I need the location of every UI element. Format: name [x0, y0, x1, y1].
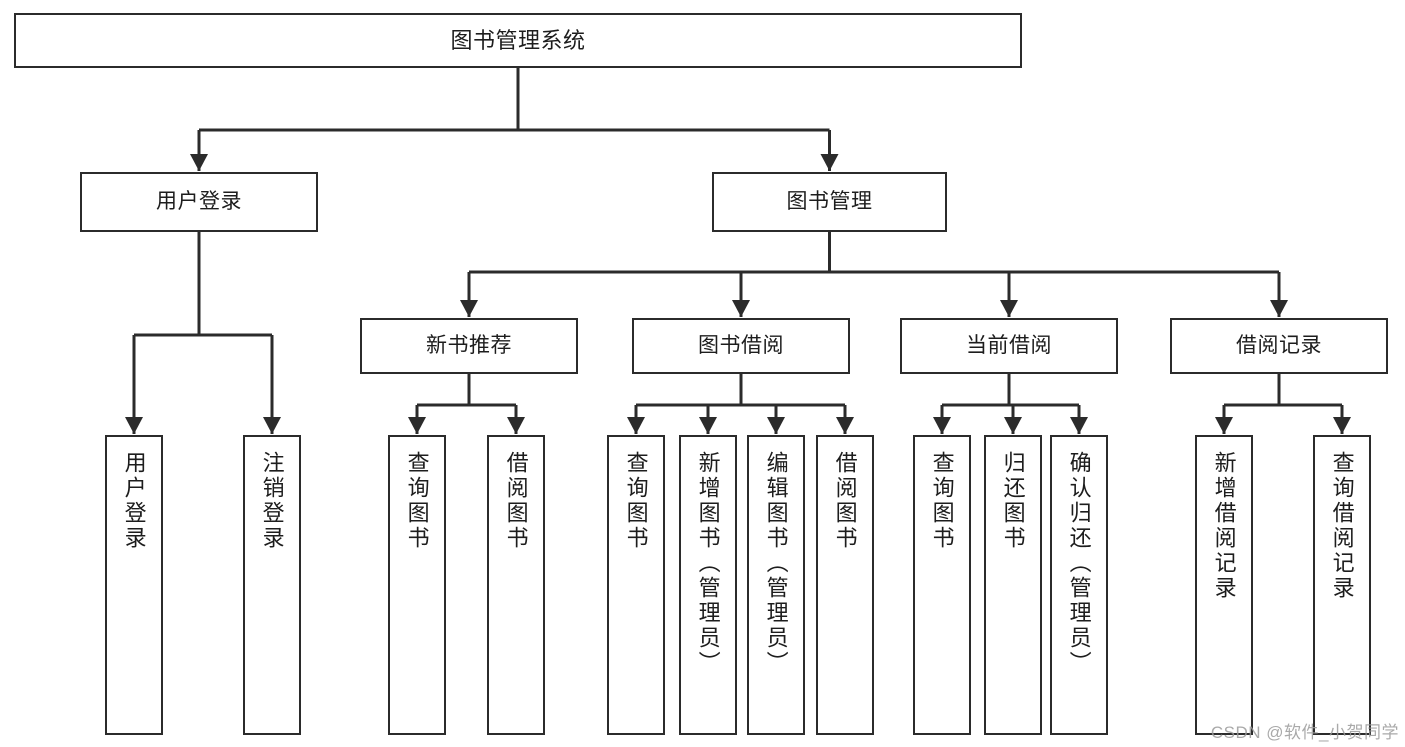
node-label: 当前借阅 — [966, 333, 1052, 357]
node-label: 新增图书（管理员） — [695, 451, 721, 676]
arrowhead-login — [190, 154, 208, 171]
node-label: 注销登录 — [259, 451, 285, 551]
arrowhead-leaf-bo-edit — [767, 417, 785, 434]
node-leaf-bo-edit[interactable]: 编辑图书（管理员） — [747, 435, 805, 735]
node-leaf-user-login[interactable]: 用户登录 — [105, 435, 163, 735]
node-leaf-bo-query[interactable]: 查询图书 — [607, 435, 665, 735]
arrowhead-current — [1000, 300, 1018, 317]
node-label: 借阅图书 — [832, 451, 858, 551]
node-label: 用户登录 — [121, 451, 147, 551]
arrowhead-leaf-bo-add — [699, 417, 717, 434]
arrowhead-leaf-cu-query — [933, 417, 951, 434]
node-newbook[interactable]: 新书推荐 — [360, 318, 578, 374]
node-label: 查询图书 — [404, 451, 430, 551]
arrowhead-leaf-bo-borrow — [836, 417, 854, 434]
node-label: 新增借阅记录 — [1211, 451, 1237, 601]
arrowhead-leaf-nb-query — [408, 417, 426, 434]
node-leaf-bo-borrow[interactable]: 借阅图书 — [816, 435, 874, 735]
node-leaf-nb-borrow[interactable]: 借阅图书 — [487, 435, 545, 735]
node-label: 新书推荐 — [426, 333, 512, 357]
node-borrow[interactable]: 图书借阅 — [632, 318, 850, 374]
arrowhead-leaf-nb-borrow — [507, 417, 525, 434]
node-label: 图书管理系统 — [450, 27, 586, 53]
arrowhead-leaf-rc-query — [1333, 417, 1351, 434]
node-label: 借阅记录 — [1236, 333, 1322, 357]
node-label: 用户登录 — [156, 189, 242, 213]
arrowhead-leaf-user-login — [125, 417, 143, 434]
watermark: CSDN @软件_小贺同学 — [1210, 723, 1399, 742]
node-leaf-cu-return[interactable]: 归还图书 — [984, 435, 1042, 735]
node-label: 归还图书 — [1000, 451, 1026, 551]
arrowhead-records — [1270, 300, 1288, 317]
node-login[interactable]: 用户登录 — [80, 172, 318, 232]
node-leaf-cu-confirm[interactable]: 确认归还（管理员） — [1050, 435, 1108, 735]
arrowhead-leaf-bo-query — [627, 417, 645, 434]
node-label: 借阅图书 — [503, 451, 529, 551]
node-label: 图书借阅 — [698, 333, 784, 357]
arrowhead-leaf-cu-return — [1004, 417, 1022, 434]
node-leaf-bo-add[interactable]: 新增图书（管理员） — [679, 435, 737, 735]
node-label: 图书管理 — [786, 189, 873, 213]
arrowhead-leaf-cu-confirm — [1070, 417, 1088, 434]
node-leaf-rc-add[interactable]: 新增借阅记录 — [1195, 435, 1253, 735]
arrowhead-bookmgmt — [820, 154, 839, 171]
node-root[interactable]: 图书管理系统 — [14, 13, 1022, 68]
arrowhead-leaf-user-logout — [263, 417, 281, 434]
arrowhead-borrow — [732, 300, 750, 317]
node-leaf-nb-query[interactable]: 查询图书 — [388, 435, 446, 735]
node-leaf-cu-query[interactable]: 查询图书 — [913, 435, 971, 735]
node-label: 查询图书 — [623, 451, 649, 551]
node-leaf-user-logout[interactable]: 注销登录 — [243, 435, 301, 735]
node-label: 查询借阅记录 — [1329, 451, 1355, 601]
arrowhead-newbook — [460, 300, 478, 317]
node-records[interactable]: 借阅记录 — [1170, 318, 1388, 374]
node-label: 编辑图书（管理员） — [763, 451, 789, 676]
node-label: 查询图书 — [929, 451, 955, 551]
node-current[interactable]: 当前借阅 — [900, 318, 1118, 374]
node-label: 确认归还（管理员） — [1066, 451, 1092, 676]
node-leaf-rc-query[interactable]: 查询借阅记录 — [1313, 435, 1371, 735]
arrowhead-leaf-rc-add — [1215, 417, 1233, 434]
node-bookmgmt[interactable]: 图书管理 — [712, 172, 947, 232]
